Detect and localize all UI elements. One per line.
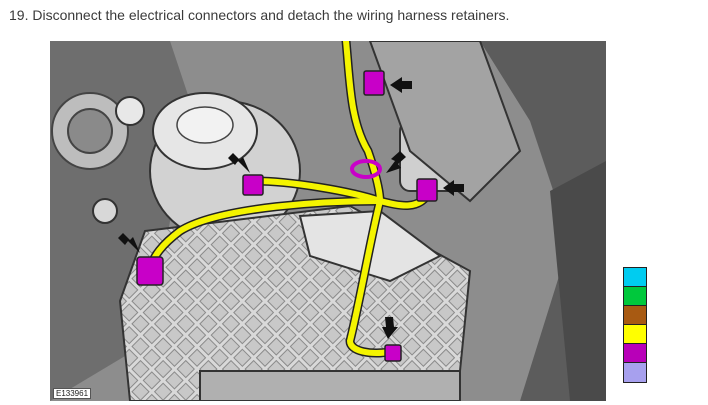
harness-retainer xyxy=(350,159,382,179)
blower-motor-top xyxy=(176,106,234,144)
wiring-illustration: E133961 xyxy=(50,41,606,401)
legend-swatch-green xyxy=(624,287,646,306)
pointer-arrows xyxy=(118,77,464,339)
arrow-connector-bottom xyxy=(382,317,398,339)
connector-left xyxy=(136,256,164,286)
connector-actuator xyxy=(416,178,438,202)
vent-ring-inner xyxy=(67,108,113,154)
figure-code: E133961 xyxy=(53,388,92,399)
lower-frame xyxy=(199,370,461,401)
arrow-connector-left xyxy=(118,233,140,253)
illustration-canvas xyxy=(50,41,606,401)
right-edge xyxy=(550,161,606,401)
legend-swatch-cyan xyxy=(624,268,646,287)
arrow-connector-blower xyxy=(228,153,250,173)
color-legend xyxy=(623,267,647,383)
connector-group xyxy=(136,70,438,362)
arrow-retainer xyxy=(386,151,406,173)
step-instruction: 19. Disconnect the electrical connectors… xyxy=(9,7,510,23)
connector-blower xyxy=(242,174,264,196)
legend-swatch-magenta xyxy=(624,344,646,363)
bolt-boss xyxy=(115,96,145,126)
bolt-boss xyxy=(92,198,118,224)
arrow-connector-actuator xyxy=(443,180,464,196)
wiring-harness xyxy=(147,41,433,356)
connector-top xyxy=(363,70,385,96)
legend-swatch-yellow xyxy=(624,325,646,344)
arrow-connector-top xyxy=(390,77,412,93)
legend-swatch-brown xyxy=(624,306,646,325)
connector-bottom xyxy=(384,344,402,362)
legend-swatch-lavender xyxy=(624,363,646,382)
